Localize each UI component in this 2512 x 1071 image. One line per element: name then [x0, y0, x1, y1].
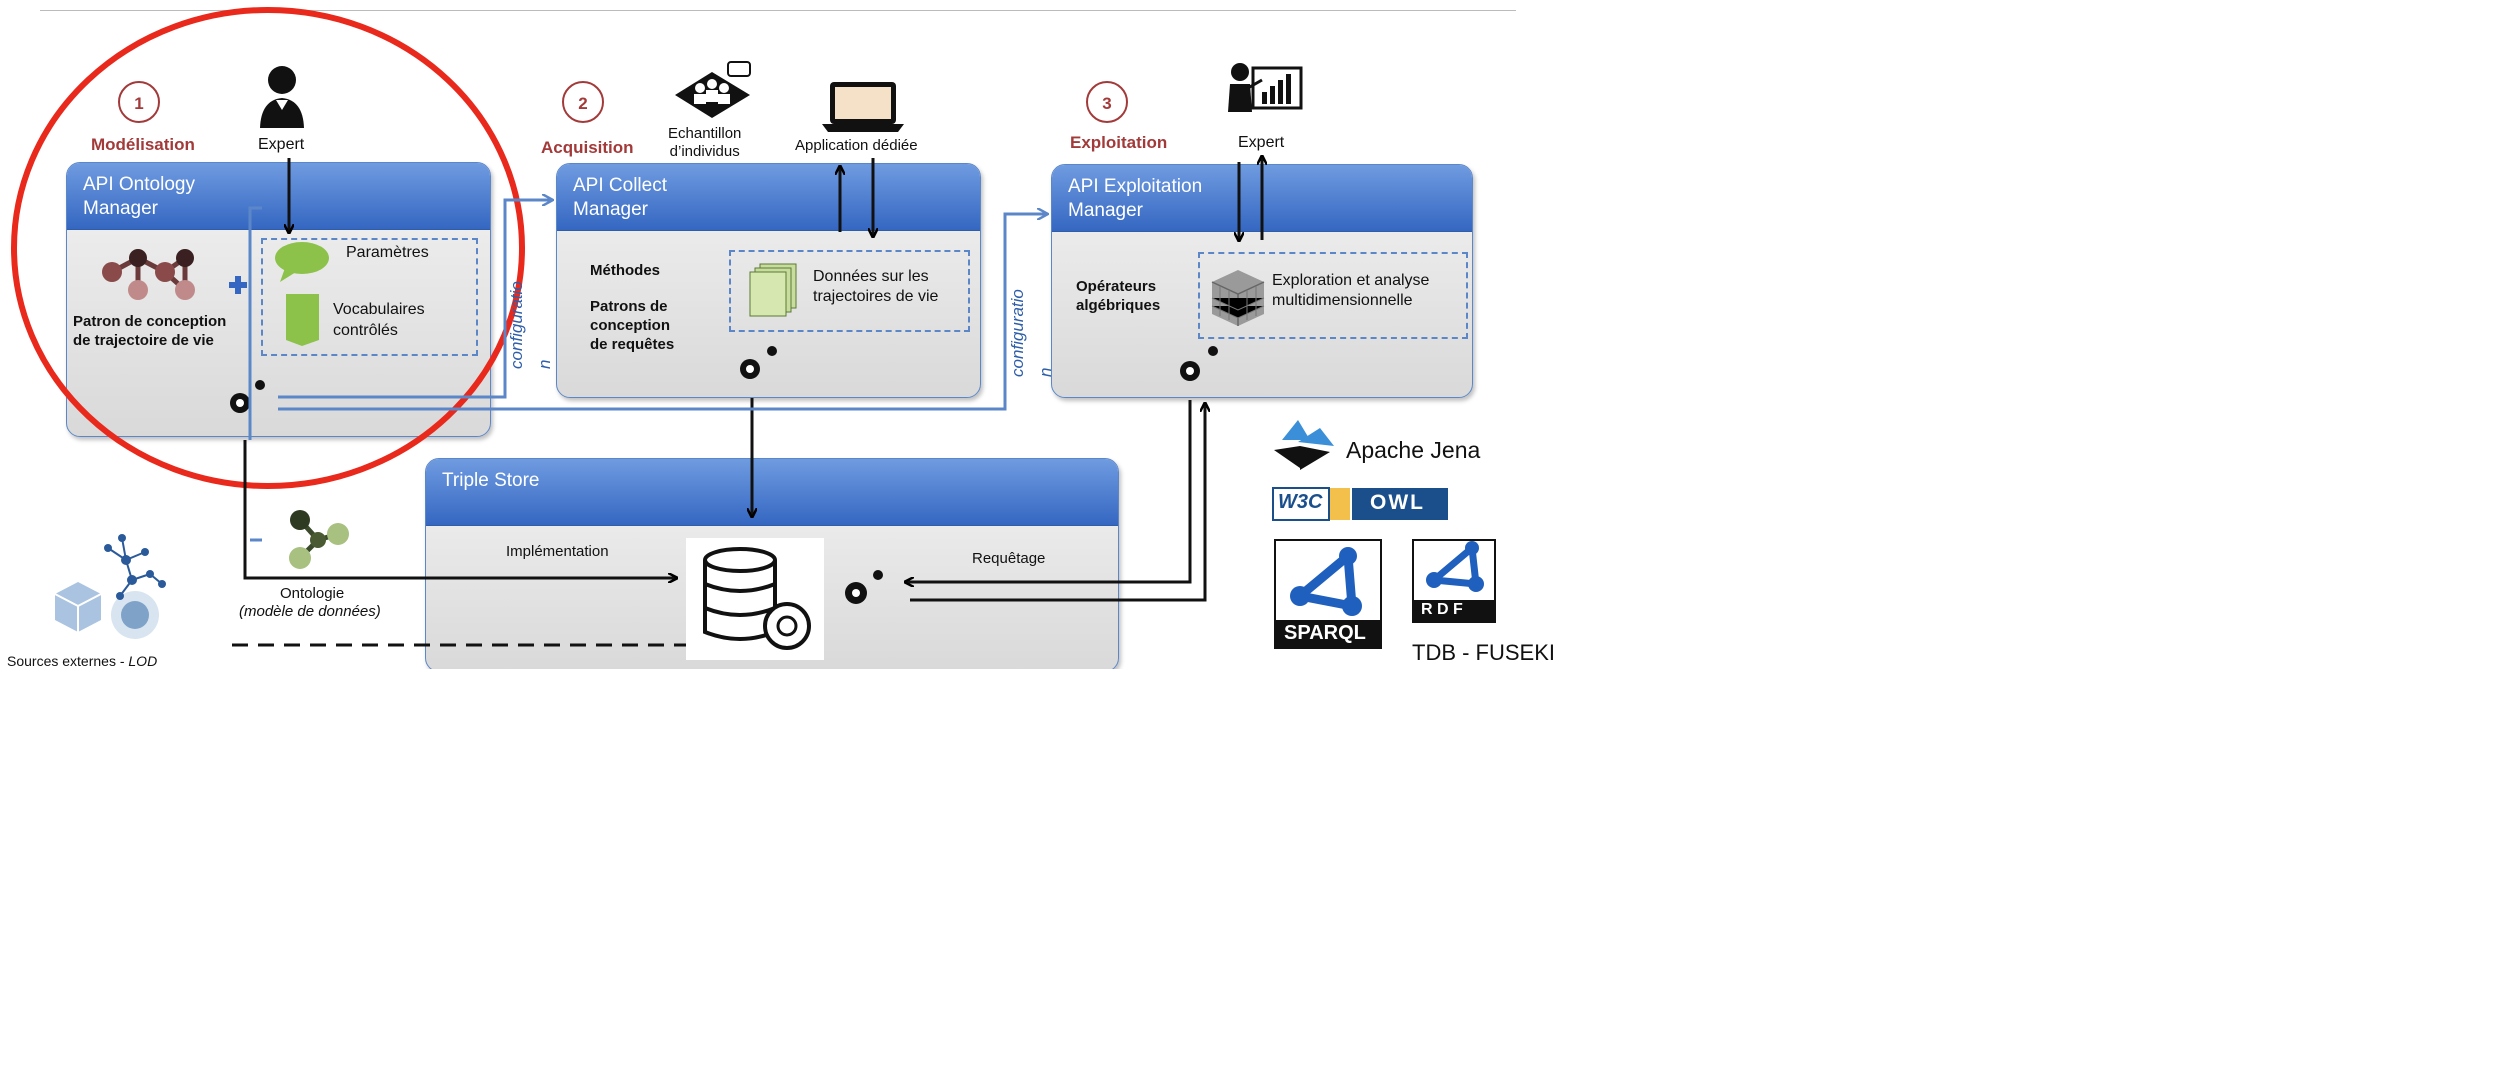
implementation-label: Implémentation — [506, 543, 609, 560]
configuration-label-1: configuratio n — [507, 281, 554, 369]
panel-header — [67, 163, 490, 230]
configuration-arrow-1 — [278, 200, 552, 399]
ontology-to-store-arrow — [243, 440, 676, 578]
parameters-dashed-box — [261, 238, 478, 356]
step-3-number: 3 — [1086, 81, 1128, 123]
bracket-left — [248, 206, 262, 542]
step-2-number: 2 — [562, 81, 604, 123]
w3c-owl-logo — [1272, 487, 1448, 521]
ontology-molecule-icon — [289, 510, 349, 569]
w3c-label: W3C — [1278, 491, 1323, 513]
molecule-icon — [102, 249, 195, 300]
expert-right-label: Expert — [1238, 134, 1285, 151]
vocabulaires-label: Vocabulaires contrôlés — [333, 301, 425, 339]
rdf-label: R D F — [1421, 601, 1463, 618]
patrons-requetes-label: Patrons de conception de requêtes — [590, 298, 675, 353]
configuration-label-2: configuratio n — [1008, 289, 1055, 377]
patron-label: Patron de conception de trajectoire de v… — [73, 313, 227, 349]
step-3-label: Exploitation — [1070, 133, 1168, 152]
panel-header — [557, 164, 980, 231]
gear-icon — [230, 346, 1218, 604]
exploration-dashed-box — [1198, 252, 1468, 339]
donnees-label: Données sur les trajectoires de vie — [813, 268, 939, 305]
owl-label: OWL — [1370, 491, 1425, 514]
application-label: Application dédiée — [795, 137, 918, 154]
store-to-exploitation-arrow — [910, 404, 1205, 602]
expert-left-label: Expert — [258, 136, 305, 153]
requetage-label: Requêtage — [972, 550, 1046, 567]
panel-title: API Ontology Manager — [83, 174, 195, 219]
exploitation-to-store-arrow — [906, 400, 1192, 582]
configuration-arrow-2 — [278, 214, 1047, 411]
data-cube-icon — [1211, 270, 1265, 326]
apache-jena-label: Apache Jena — [1346, 437, 1481, 463]
lod-text: LOD — [128, 653, 158, 669]
highlight-circle — [11, 7, 525, 489]
stacked-documents-icon — [749, 263, 797, 317]
parametres-label: Paramètres — [346, 244, 429, 261]
expert-icon — [260, 66, 304, 128]
rdf-logo — [1412, 539, 1496, 623]
diagram-graphics — [11, 7, 1496, 660]
plus-icon — [229, 276, 247, 294]
tdb-fuseki-label: TDB - FUSEKI — [1412, 640, 1556, 665]
ontologie-subtitle: (modèle de données) — [239, 603, 381, 620]
operateurs-label: Opérateurs algébriques — [1076, 278, 1161, 314]
methodes-label: Méthodes — [590, 262, 661, 279]
data-dashed-box — [729, 250, 970, 332]
echantillon-label: Echantillon d’individus — [668, 125, 742, 160]
panel-title: API Collect Manager — [573, 175, 667, 220]
step-1-label: Modélisation — [91, 135, 195, 154]
panel-title: Triple Store — [442, 470, 540, 491]
api-collect-manager-panel: API Collect Manager — [556, 163, 981, 398]
external-sources-icon — [54, 534, 166, 639]
sparql-logo — [1274, 539, 1382, 649]
panel-title: API Exploitation Manager — [1068, 176, 1203, 221]
step-1-number: 1 — [118, 81, 160, 123]
top-rule — [40, 10, 1516, 11]
database-icon — [686, 538, 824, 660]
architecture-diagram: API Ontology Manager API Collect Manager… — [0, 0, 1568, 669]
speech-bubble-icon — [275, 242, 329, 282]
document-icon — [286, 294, 319, 346]
sources-label: Sources externes - LOD — [7, 653, 157, 669]
presenter-icon — [1228, 63, 1303, 112]
step-2-label: Acquisition — [541, 138, 634, 157]
apache-jena-logo — [1274, 420, 1334, 470]
panel-header — [426, 459, 1118, 526]
ontologie-label: Ontologie — [280, 585, 345, 602]
laptop-icon — [822, 82, 904, 132]
sparql-label: SPARQL — [1284, 622, 1366, 644]
sources-text: Sources externes - — [7, 653, 129, 669]
group-of-people-icon — [675, 61, 751, 118]
exploration-label: Exploration et analyse multidimensionnel… — [1272, 272, 1430, 309]
